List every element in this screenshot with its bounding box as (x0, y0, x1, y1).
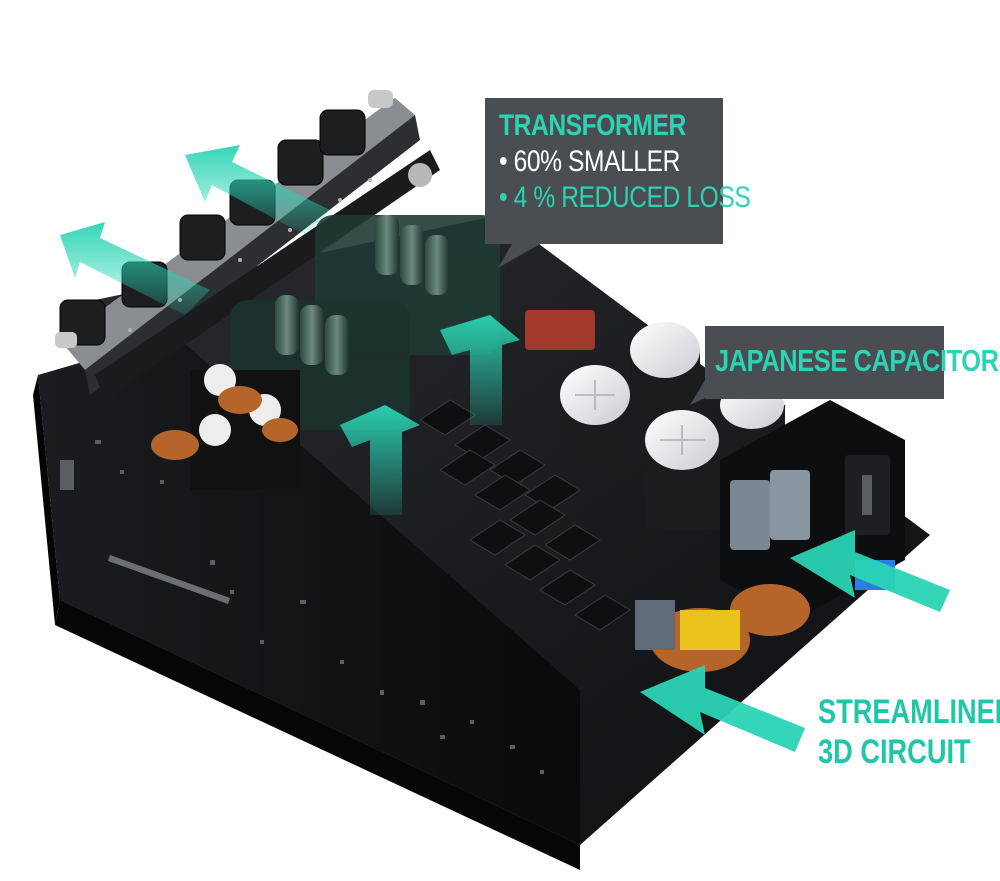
airflow-arrow-icon (790, 530, 950, 612)
airflow-arrow-icon (440, 315, 520, 425)
transformer-bullet-size: • 60% SMALLER (499, 145, 681, 178)
circuit-label-line2: 3D CIRCUIT (818, 733, 971, 771)
airflow-arrow-icon (60, 222, 210, 315)
heatsink (419, 399, 631, 631)
capacitors-callout: JAPANESE CAPACITORS (705, 326, 1000, 399)
capacitors-title: JAPANESE CAPACITORS (715, 343, 1000, 378)
capacitors-callout-pointer (690, 380, 705, 405)
circuit-label: STREAMLINED 3D CIRCUIT (818, 692, 1000, 772)
inductor-coils (151, 364, 300, 490)
transformer-title: TRANSFORMER (499, 109, 686, 142)
airflow-arrows (60, 145, 950, 752)
japanese-capacitors (560, 322, 785, 530)
transformer-callout: TRANSFORMER • 60% SMALLER • 4 % REDUCED … (485, 98, 751, 244)
airflow-arrow-icon (340, 405, 420, 515)
airflow-arrow-icon (185, 145, 330, 235)
fuse (525, 310, 595, 350)
airflow-arrow-icon (640, 665, 805, 752)
transformer-callout-pointer (498, 244, 540, 268)
transformer-bullet-loss: • 4 % REDUCED LOSS (499, 181, 751, 214)
circuit-label-line1: STREAMLINED (818, 693, 1000, 731)
